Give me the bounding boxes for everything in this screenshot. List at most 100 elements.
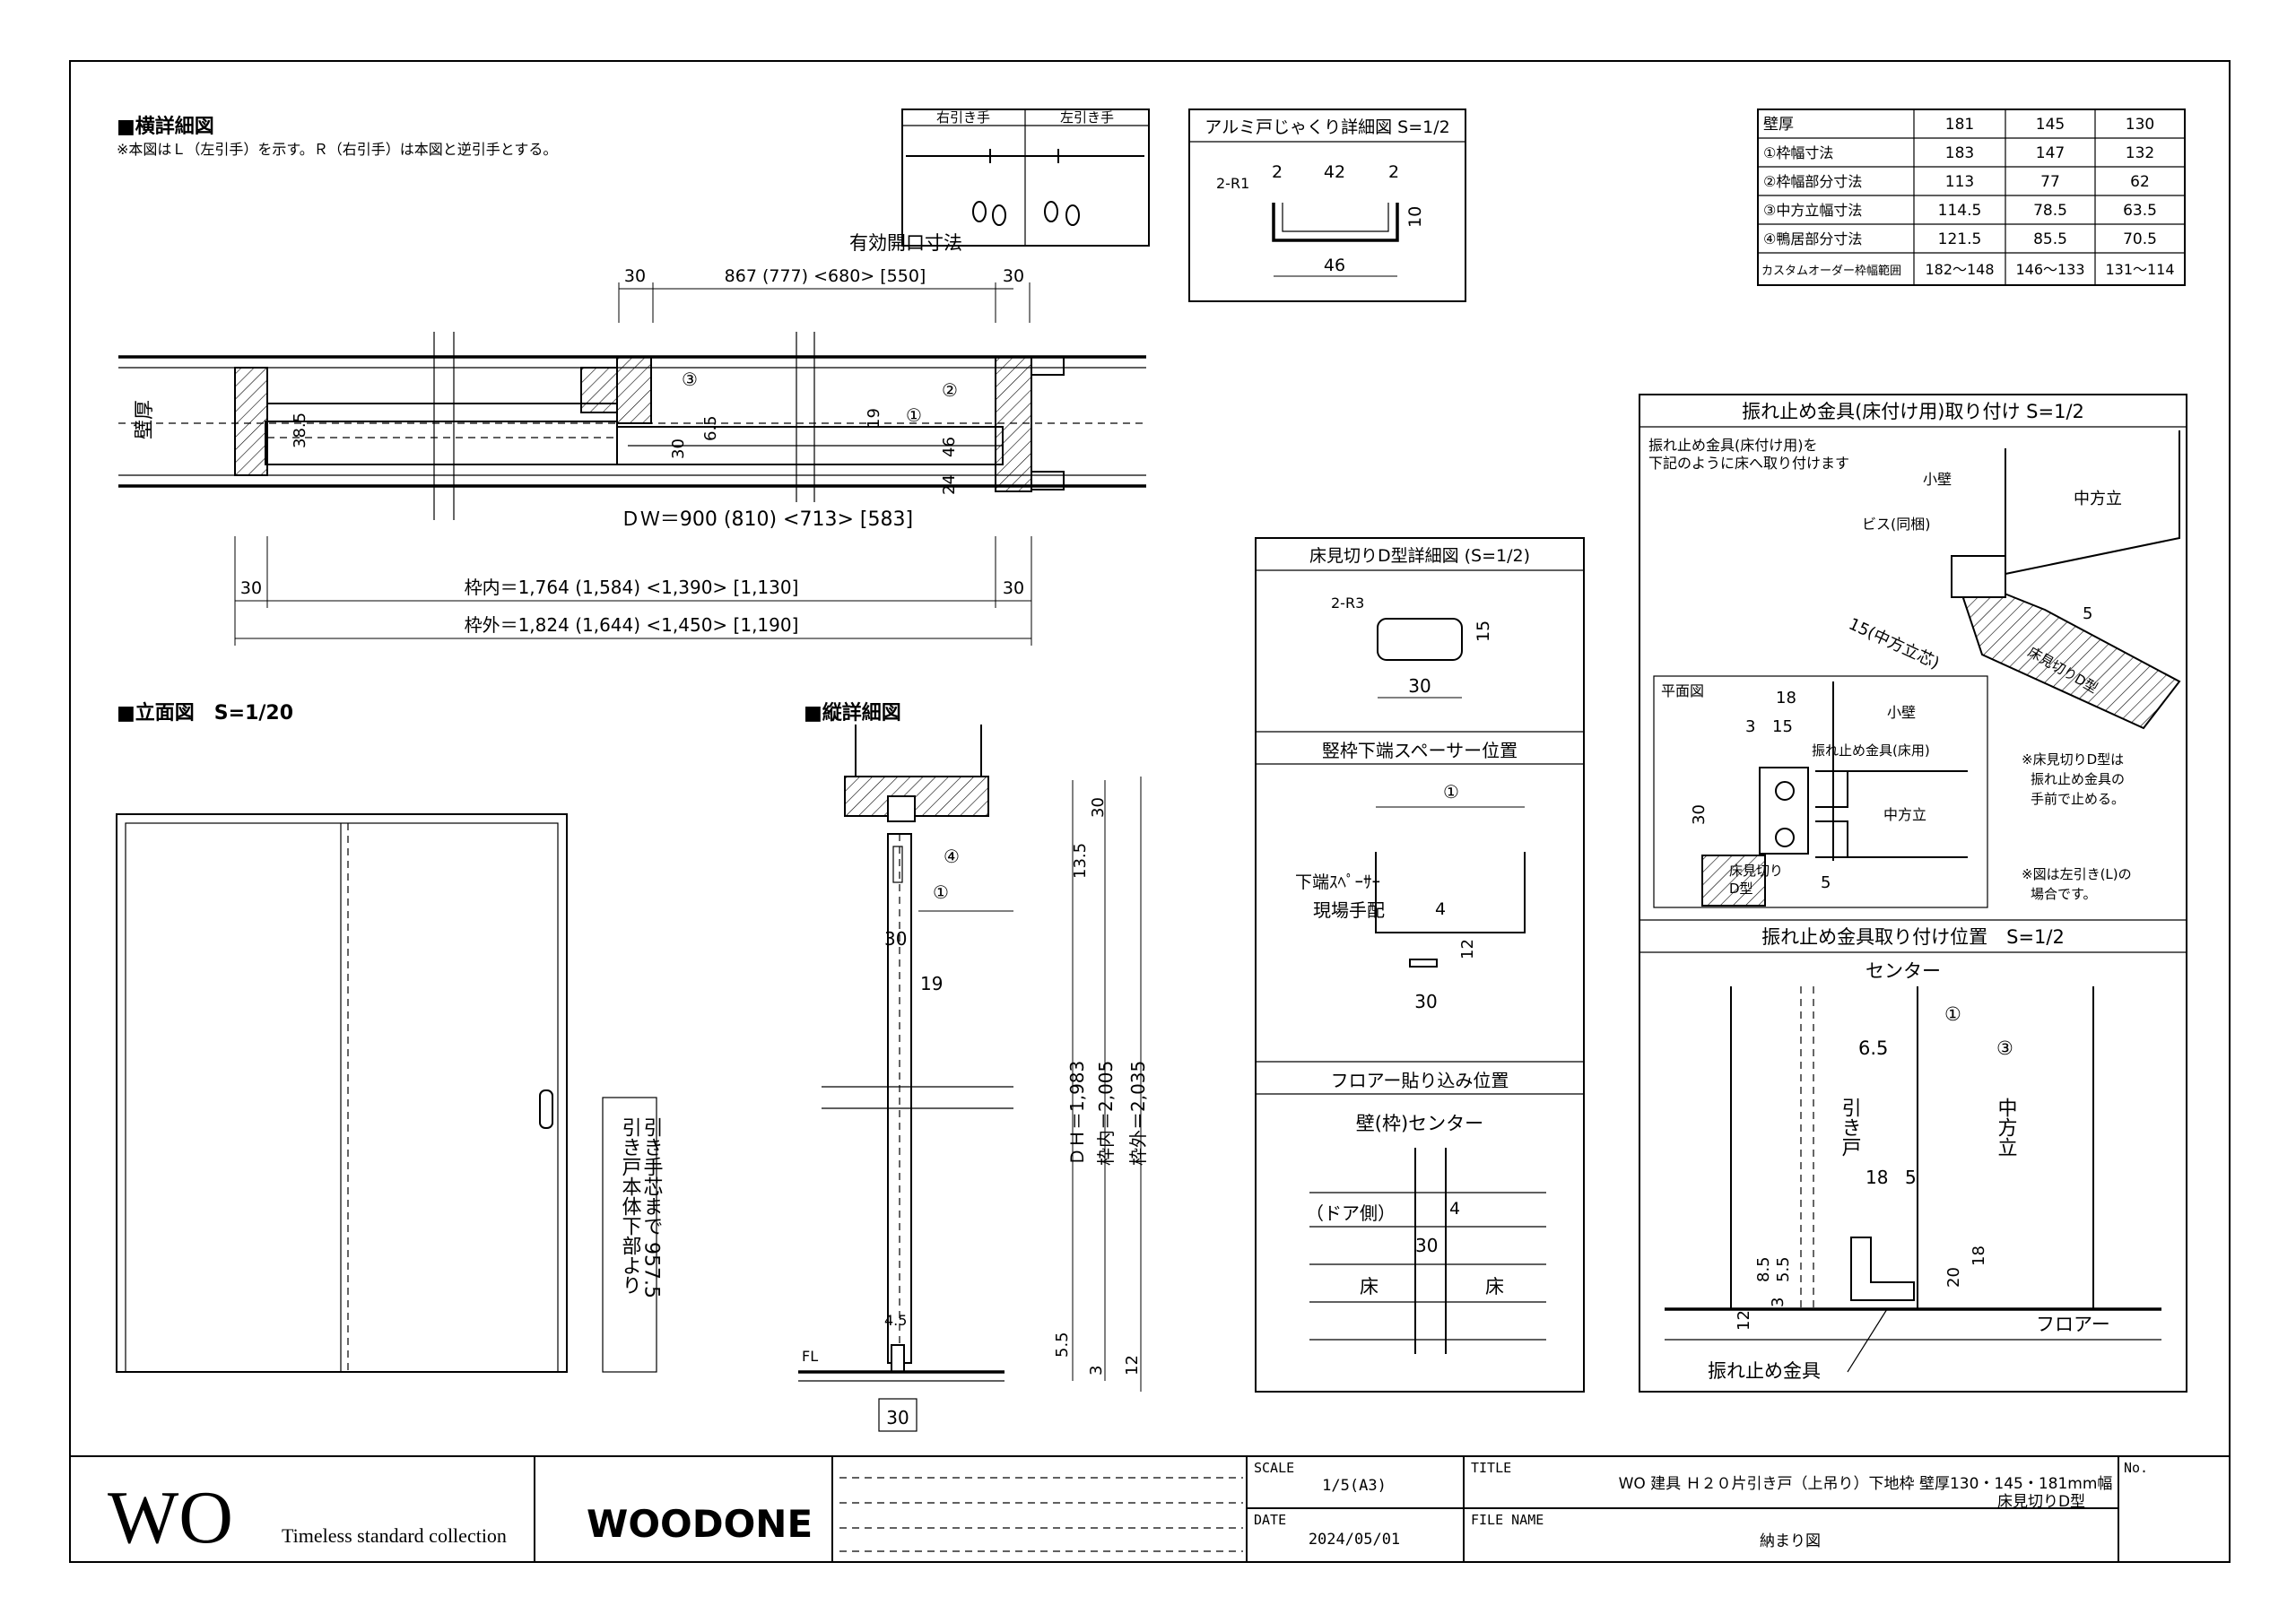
stopper-small-wall: 小壁 — [1923, 471, 1952, 488]
wall-thickness-label: 壁厚 — [134, 400, 156, 439]
scale-label: SCALE — [1254, 1460, 1294, 1476]
spec-cell: 132 — [2126, 144, 2154, 162]
spec-header-3: 130 — [2126, 116, 2154, 134]
door-handle-icon — [539, 1089, 553, 1129]
flooring-d4: 4 — [1449, 1199, 1460, 1219]
mark-1: ① — [906, 404, 922, 426]
spacer-d30: 30 — [1414, 991, 1437, 1012]
stopper-install-title: 振れ止め金具(床付け用)取り付け S=1/2 — [1742, 401, 2084, 422]
flooring-title: フロアー貼り込み位置 — [1331, 1070, 1509, 1091]
stopper-bracket-profile — [1850, 1237, 1915, 1301]
stopper-mullion: 中方立 — [2074, 490, 2122, 508]
footprint-icon — [1065, 204, 1080, 226]
brand-tagline: Timeless standard collection — [282, 1524, 507, 1547]
elevation: ■立面図 S=1/20 引き戸本体下部より 引き手芯まで 957.5 — [116, 701, 664, 1373]
dim-19: 19 — [865, 408, 883, 429]
outer-height: 枠外＝2,035 — [1127, 1061, 1149, 1166]
spec-cell: 77 — [2040, 173, 2060, 191]
date-value: 2024/05/01 — [1309, 1531, 1400, 1549]
spec-row-label: ①枠幅寸法 — [1763, 144, 1833, 161]
spec-cell: 62 — [2130, 173, 2150, 191]
elevation-title: ■立面図 S=1/20 — [117, 701, 293, 725]
stopper-desc2: 下記のように床へ取り付けます — [1648, 455, 1849, 472]
dim-30: 30 — [669, 438, 688, 459]
v-bottom-30: 30 — [886, 1407, 909, 1428]
plan-view — [1653, 675, 1988, 908]
stopper-install: 振れ止め金具(床付け用)取り付け S=1/2 振れ止め金具(床付け用)を 下記の… — [1639, 394, 2187, 1393]
effective-opening-label: 有効開口寸法 — [849, 232, 962, 254]
plan-label: 平面図 — [1661, 682, 1704, 699]
spec-cell: 182～148 — [1925, 261, 1994, 278]
number-label: No. — [2124, 1460, 2148, 1476]
spacer-d12: 12 — [1458, 939, 1477, 959]
floor-cut-strip — [1953, 572, 2181, 730]
title-block: WO Timeless standard collection WOODONE … — [70, 1455, 2230, 1562]
note2a: ※図は左引き(L)の — [2022, 866, 2132, 882]
spacer-label2: 現場手配 — [1313, 899, 1385, 921]
vertical-detail: ■縦詳細図 ④ ① 30 19 4.5 FL 30 30 13.5 ＤＨ＝1,9… — [798, 701, 1149, 1432]
woodone-logo: WOODONE — [587, 1502, 813, 1546]
plan-d18: 18 — [1776, 689, 1796, 707]
alu-r: 2-R1 — [1216, 175, 1249, 192]
title-label: TITLE — [1471, 1460, 1511, 1476]
spacer-block — [1409, 959, 1438, 968]
flooring-door-side: （ドア側） — [1306, 1202, 1396, 1224]
dim-24: 24 — [940, 474, 959, 495]
title-line2: 床見切りD型 — [1997, 1493, 2085, 1511]
stopper-d15: 15(中方立芯) — [1846, 614, 1943, 673]
stopper-bracket — [1951, 555, 2006, 598]
pos-d12: 12 — [1735, 1310, 1753, 1331]
spec-header-2: 145 — [2036, 116, 2065, 134]
spec-table: 壁厚 181 145 130 ①枠幅寸法 183 147 132 ②枠幅部分寸法… — [1757, 108, 2186, 286]
fl-label: FL — [802, 1348, 818, 1365]
note1c: 手前で止める。 — [2031, 791, 2125, 807]
plan-d30: 30 — [1690, 804, 1709, 825]
floor-cut-r: 2-R3 — [1331, 595, 1364, 612]
floor-cut-profile — [1377, 618, 1463, 661]
pos-d18b: 18 — [1970, 1245, 1988, 1266]
pos-d18: 18 — [1866, 1167, 1888, 1188]
spec-cell: 147 — [2036, 144, 2065, 162]
alu-d10: 10 — [1405, 206, 1425, 228]
dim-top-left: 30 — [624, 266, 646, 286]
dim-6-5: 6.5 — [701, 415, 720, 441]
outer-dimension: 枠外＝1,824 (1,644) <1,450> [1,190] — [465, 614, 799, 636]
footprint-icon — [992, 204, 1006, 226]
file-label: FILE NAME — [1471, 1512, 1544, 1528]
dim-top-mid: 867 (777) <680> [550] — [725, 266, 926, 286]
floor-cut-d30: 30 — [1408, 675, 1431, 697]
pos-d5-5: 5.5 — [1774, 1256, 1793, 1282]
spacer-label1: 下端ｽﾍﾟｰｻｰ — [1295, 872, 1380, 892]
note2b: 場合です。 — [2031, 886, 2097, 902]
right-handle-label: 右引き手 — [936, 109, 990, 126]
vertical-detail-title: ■縦詳細図 — [804, 701, 901, 725]
plan-d15: 15 — [1772, 717, 1793, 736]
plan-d5: 5 — [1821, 873, 1831, 892]
stopper-pos-title: 振れ止め金具取り付け位置 S=1/2 — [1761, 926, 2065, 948]
spec-row-label: ③中方立幅寸法 — [1763, 202, 1862, 219]
inner-dimension: 枠内＝1,764 (1,584) <1,390> [1,130] — [465, 577, 799, 598]
inner-left: 30 — [240, 578, 262, 598]
elevation-note-2: 引き手芯まで 957.5 — [640, 1117, 664, 1298]
v-mark-1: ① — [933, 881, 949, 903]
spec-cell: 70.5 — [2123, 230, 2157, 248]
dim-46: 46 — [940, 437, 959, 457]
footprint-icon — [1044, 201, 1058, 222]
elevation-note-1: 引き戸本体下部より — [619, 1117, 642, 1295]
pos-mark1: ① — [1944, 1003, 1961, 1025]
spec-cell: 114.5 — [1938, 202, 1982, 220]
floor-right: 床 — [1485, 1276, 1504, 1298]
spec-cell: 183 — [1945, 144, 1974, 162]
spec-row-label: カスタムオーダー枠幅範囲 — [1761, 265, 1901, 278]
hole-icon — [1775, 828, 1795, 847]
plan-floor-cut1: 床見切り — [1729, 863, 1783, 879]
pos-d6-5: 6.5 — [1858, 1037, 1888, 1059]
date-label: DATE — [1254, 1512, 1286, 1528]
v-d4-5: 4.5 — [884, 1312, 907, 1329]
spec-cell: 78.5 — [2033, 202, 2067, 220]
spacer-mark1: ① — [1443, 781, 1459, 803]
spec-cell: 121.5 — [1938, 230, 1982, 248]
spec-cell: 85.5 — [2033, 230, 2067, 248]
v-d3: 3 — [1087, 1366, 1106, 1376]
